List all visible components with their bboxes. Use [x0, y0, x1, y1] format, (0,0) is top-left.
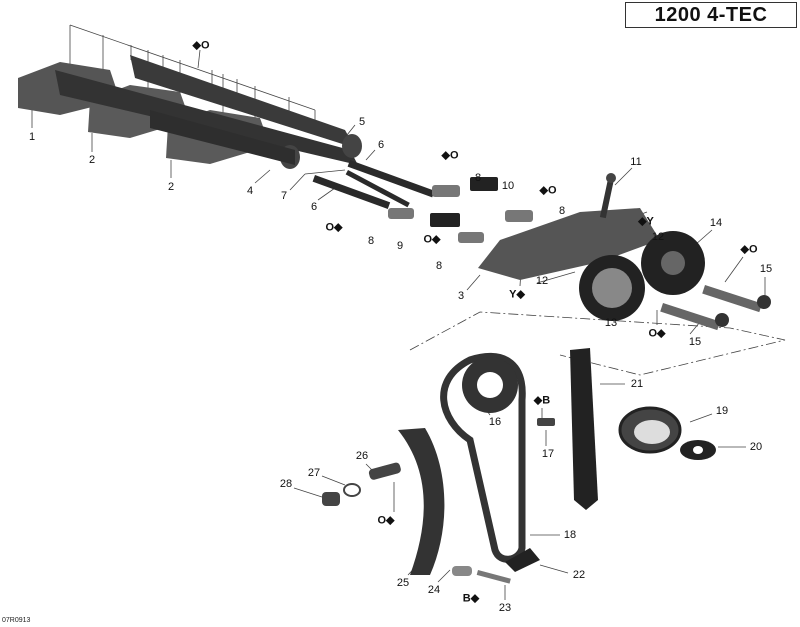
oil-drop-icon: ◆O	[539, 184, 557, 197]
callout-22: 22	[572, 569, 586, 581]
oil-drop-icon: ◆Y	[638, 215, 654, 228]
oil-drop-icon: O◆	[377, 514, 395, 527]
callout-2: 2	[88, 154, 96, 166]
lifters	[430, 177, 498, 227]
tensioner-rail-25	[398, 428, 445, 575]
oil-drop-icon: O◆	[325, 221, 343, 234]
callout-24: 24	[427, 584, 441, 596]
callout-8: 8	[474, 172, 482, 184]
oil-drop-icon: ◆O	[192, 39, 210, 52]
gear-bolts	[660, 285, 771, 331]
rocker-arms	[388, 185, 533, 243]
rocker-shafts	[312, 159, 435, 209]
callout-5: 5	[358, 116, 366, 128]
callout-8: 8	[367, 235, 375, 247]
callout-18: 18	[563, 529, 577, 541]
bolt-11	[599, 177, 615, 219]
callout-8: 8	[558, 205, 566, 217]
callout-15: 15	[759, 263, 773, 275]
callout-7: 7	[280, 190, 288, 202]
oil-drop-icon: O◆	[423, 233, 441, 246]
callout-6: 6	[310, 201, 318, 213]
callout-13: 13	[604, 317, 618, 329]
callout-12: 12	[651, 231, 665, 243]
callout-25: 25	[396, 577, 410, 589]
callout-6: 6	[377, 139, 385, 151]
callout-3: 3	[457, 290, 465, 302]
small-parts	[322, 418, 555, 584]
oil-drop-icon: ◆O	[441, 149, 459, 162]
callout-8: 8	[435, 260, 443, 272]
oil-drop-icon: Y◆	[509, 288, 525, 301]
callout-16: 16	[488, 416, 502, 428]
callout-20: 20	[749, 441, 763, 453]
model-title: 1200 4-TEC	[625, 2, 797, 28]
callout-15: 15	[688, 336, 702, 348]
timing-chain	[440, 352, 526, 563]
callout-27: 27	[307, 467, 321, 479]
oil-drop-icon: B◆	[462, 592, 480, 605]
oil-drop-icon: ◆B	[533, 394, 551, 407]
chain-guide-21	[570, 348, 598, 510]
callout-2: 2	[167, 181, 175, 193]
cam-carrier	[478, 208, 660, 280]
callout-19: 19	[715, 405, 729, 417]
callout-4: 4	[246, 185, 254, 197]
drawing-code: 07R0913	[2, 617, 31, 624]
callout-12: 12	[535, 275, 549, 287]
oil-drop-icon: O◆	[648, 327, 666, 340]
callout-28: 28	[279, 478, 293, 490]
callout-9: 9	[396, 240, 404, 252]
callout-1: 1	[28, 131, 36, 143]
cam-gears	[579, 231, 705, 321]
callout-21: 21	[630, 378, 644, 390]
callout-14: 14	[709, 217, 723, 229]
oil-drop-icon: ◆O	[740, 243, 758, 256]
callout-26: 26	[355, 450, 369, 462]
camshaft-housings	[18, 55, 362, 169]
callout-17: 17	[541, 448, 555, 460]
callout-11: 11	[630, 156, 642, 168]
callout-23: 23	[498, 602, 512, 614]
callout-10: 10	[501, 180, 515, 192]
